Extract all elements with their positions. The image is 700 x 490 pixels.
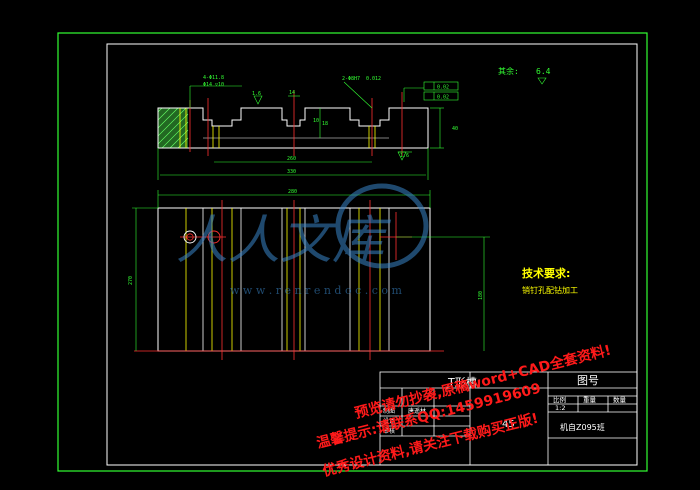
section-hatch bbox=[158, 108, 188, 148]
dim-overall-width: 330 bbox=[287, 169, 296, 175]
promo-watermark: 预览请勿抄袭,原稿word+CAD全套资料! 温馨提示:请联系QQ:145991… bbox=[315, 342, 613, 480]
surface-finish-value: 6.4 bbox=[536, 67, 551, 76]
title-block bbox=[379, 371, 638, 466]
dim-inner-width: 260 bbox=[287, 156, 296, 162]
dim-h1: 10 bbox=[313, 118, 319, 124]
roughness-b: 1.6 bbox=[400, 153, 409, 159]
weight-label: 重量 bbox=[583, 396, 597, 404]
roughness-a: 1.6 bbox=[252, 91, 261, 97]
dim-plan-width: 280 bbox=[288, 189, 297, 195]
company: 机自Z095班 bbox=[560, 422, 605, 432]
hole-callout-2: Φ14 ▽10 bbox=[203, 82, 224, 88]
scale-value: 1:2 bbox=[555, 404, 565, 412]
row-drawn: 制图 bbox=[383, 407, 395, 415]
dim-h2: 18 bbox=[322, 121, 328, 127]
pin-callout: 2-Φ8H7 bbox=[342, 76, 360, 82]
qty-label: 数量 bbox=[613, 395, 627, 404]
gdt-flatness: 0.02 bbox=[437, 85, 449, 91]
tolerance-small: 0.012 bbox=[366, 76, 381, 82]
dim-plan-height: 270 bbox=[128, 276, 134, 285]
designer-name: 唐遥林 bbox=[408, 407, 426, 415]
inner-frame bbox=[106, 43, 638, 466]
gdt-parallel: 0.02 bbox=[437, 95, 449, 101]
row-check: 审核 bbox=[383, 427, 395, 435]
drawing-no-label: 图号 bbox=[577, 374, 599, 387]
hole-callout-1: 4-Φ11.8 bbox=[203, 75, 224, 81]
pin-hole-right bbox=[207, 230, 221, 244]
part-name: T形槽 bbox=[447, 376, 477, 389]
tech-req-title: 技术要求: bbox=[522, 266, 570, 280]
tech-req-line1: 销钉孔配钻加工 bbox=[522, 285, 578, 295]
row-design: 设计 bbox=[383, 417, 395, 425]
dim-plan-height-right: 180 bbox=[478, 291, 484, 300]
material: 45 bbox=[502, 419, 515, 430]
outer-frame bbox=[57, 32, 648, 472]
scale-label: 比例 bbox=[553, 395, 566, 404]
watermark-logo: 人人文库 w w w . r e n r e n d o c . c o m bbox=[176, 183, 429, 297]
front-view: 0.02 0.02 其余: 6.4 4-Φ11.8 Φ14 ▽10 1.6 14… bbox=[157, 66, 551, 180]
svg-text:w w w . r e n r e n d o c . c: w w w . r e n r e n d o c . c o m bbox=[230, 284, 402, 297]
slot-width: 14 bbox=[289, 90, 295, 96]
svg-text:人人文库: 人人文库 bbox=[176, 211, 392, 271]
plan-view: 280 270 180 bbox=[128, 189, 490, 360]
dim-total-h: 40 bbox=[452, 126, 458, 132]
front-outline bbox=[157, 107, 429, 149]
pin-hole-left bbox=[183, 230, 197, 244]
surface-finish-label: 其余: bbox=[498, 66, 519, 76]
